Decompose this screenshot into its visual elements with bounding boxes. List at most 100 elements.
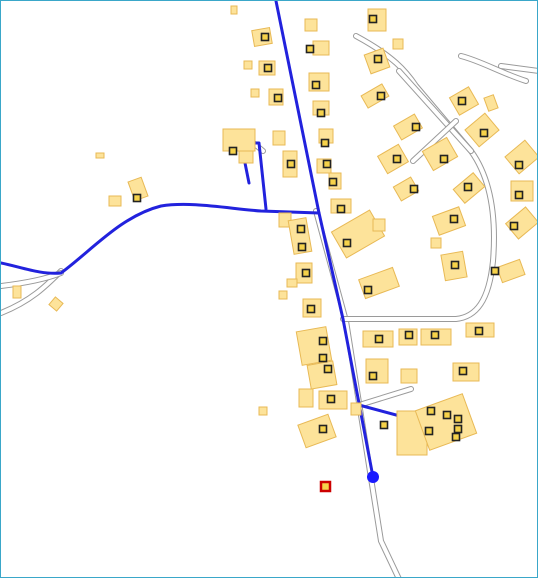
address-point-icon xyxy=(305,44,315,54)
building xyxy=(306,360,338,390)
building xyxy=(272,130,286,146)
address-point-icon xyxy=(509,221,519,231)
address-point-icon xyxy=(479,128,489,138)
building xyxy=(222,128,256,152)
address-point-icon xyxy=(424,426,434,436)
buildings-layer xyxy=(12,5,537,456)
building xyxy=(430,237,442,249)
address-point-icon xyxy=(442,410,452,420)
address-point-icon xyxy=(320,138,330,148)
address-point-icon xyxy=(363,285,373,295)
road-fill xyxy=(341,34,497,321)
address-point-icon xyxy=(263,63,273,73)
building xyxy=(278,290,288,300)
address-point-icon xyxy=(379,420,389,430)
address-point-icon xyxy=(490,266,500,276)
building xyxy=(48,296,64,312)
building xyxy=(431,206,467,236)
address-point-icon xyxy=(392,154,402,164)
address-point-icon xyxy=(368,371,378,381)
road-fill xyxy=(354,387,413,408)
building xyxy=(350,402,362,416)
address-point-icon xyxy=(326,394,336,404)
address-point-icon xyxy=(132,193,142,203)
building xyxy=(372,218,386,232)
road-fill xyxy=(397,69,473,153)
address-point-icon xyxy=(318,353,328,363)
address-point-icon xyxy=(439,154,449,164)
address-point-icon xyxy=(311,80,321,90)
address-point-icon xyxy=(322,159,332,169)
address-point-icon xyxy=(457,96,467,106)
building xyxy=(392,38,404,50)
address-point-icon xyxy=(453,414,463,424)
address-point-icon xyxy=(260,32,270,42)
address-point-icon xyxy=(514,160,524,170)
address-point-icon xyxy=(411,122,421,132)
address-point-icon xyxy=(376,91,386,101)
address-point-icon xyxy=(228,146,238,156)
building xyxy=(297,413,337,449)
road-network xyxy=(1,33,537,577)
address-point-icon xyxy=(323,364,333,374)
address-point-icon xyxy=(453,424,463,434)
building xyxy=(392,113,424,141)
address-point-icon xyxy=(430,330,440,340)
building xyxy=(496,258,526,284)
address-point-icon xyxy=(318,336,328,346)
address-point-icon xyxy=(404,330,414,340)
road-fill xyxy=(499,64,537,73)
address-point-icon xyxy=(306,304,316,314)
address-point-icon xyxy=(450,260,460,270)
address-point-icon xyxy=(463,182,473,192)
building xyxy=(12,285,22,299)
building xyxy=(258,406,268,416)
building xyxy=(312,40,330,56)
building xyxy=(504,206,537,240)
road-fill xyxy=(411,119,458,163)
route-segment xyxy=(274,1,375,479)
selected-address-icon xyxy=(319,480,332,493)
address-point-icon xyxy=(286,159,296,169)
building xyxy=(483,94,499,112)
address-point-icon xyxy=(296,224,306,234)
building xyxy=(286,278,298,288)
special-points xyxy=(319,471,379,493)
address-point-icon xyxy=(297,242,307,252)
address-point-icon xyxy=(374,334,384,344)
building xyxy=(360,83,390,109)
address-point-icon xyxy=(514,190,524,200)
address-point-icon xyxy=(336,204,346,214)
building xyxy=(392,176,420,202)
address-markers-layer xyxy=(132,14,524,442)
building xyxy=(95,152,105,159)
building xyxy=(238,150,254,164)
address-point-icon xyxy=(426,406,436,416)
address-point-icon xyxy=(458,366,468,376)
address-point-icon xyxy=(301,268,311,278)
building xyxy=(298,388,314,408)
address-point-icon xyxy=(342,238,352,248)
address-point-icon xyxy=(328,177,338,187)
address-point-icon xyxy=(409,184,419,194)
route-segment xyxy=(1,202,321,275)
address-point-icon xyxy=(273,93,283,103)
road-fill xyxy=(459,54,528,83)
address-point-icon xyxy=(474,326,484,336)
address-point-icon xyxy=(318,424,328,434)
building xyxy=(421,136,459,172)
building xyxy=(304,18,318,32)
building xyxy=(243,60,253,70)
address-point-icon xyxy=(451,432,461,442)
route-start-point-icon xyxy=(367,471,379,483)
address-point-icon xyxy=(316,108,326,118)
address-point-icon xyxy=(373,54,383,64)
building xyxy=(230,5,238,15)
building xyxy=(250,88,260,98)
building xyxy=(504,139,537,175)
address-point-icon xyxy=(368,14,378,24)
building xyxy=(108,195,122,207)
building xyxy=(330,209,386,259)
